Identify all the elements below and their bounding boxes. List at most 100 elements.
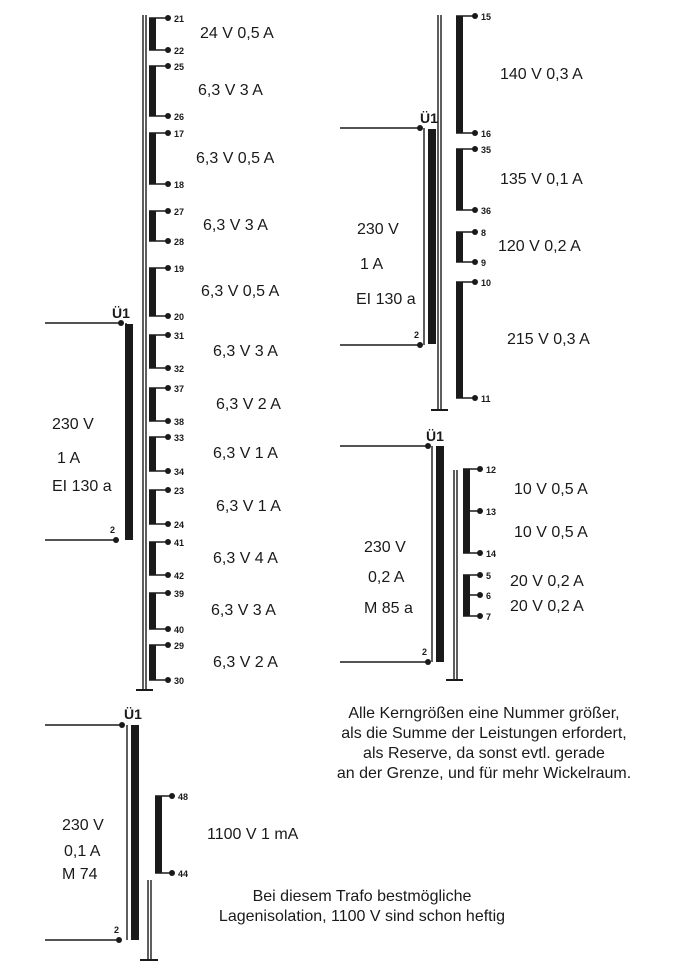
pin-dot	[477, 550, 483, 556]
winding-rating: 6,3 V 0,5 A	[201, 283, 280, 300]
winding-rating: 1100 V 1 mA	[207, 825, 299, 843]
secondary-coil	[149, 66, 156, 116]
pin-number: 24	[174, 520, 184, 530]
pin-number: 22	[174, 46, 184, 56]
pin-dot	[165, 130, 171, 136]
t1-core: EI 130 a	[52, 478, 112, 495]
winding-rating: 6,3 V 4 A	[213, 549, 278, 567]
secondary-coil	[456, 16, 463, 133]
pin-dot	[165, 626, 171, 632]
pin-number: 44	[178, 869, 188, 879]
pin-number: 29	[174, 641, 184, 651]
pin-number: 32	[174, 364, 184, 374]
t3-primary-start-label: Ü1	[426, 428, 444, 444]
t1-primary-start-label: Ü1	[112, 305, 130, 321]
t3-primary-voltage: 230 V	[364, 539, 406, 556]
secondary-coil	[456, 149, 463, 210]
secondary-coil	[149, 268, 156, 316]
winding-rating: 6,3 V 3 A	[211, 602, 276, 619]
pin-number: 14	[486, 549, 496, 559]
winding-rating: 140 V 0,3 A	[500, 65, 583, 83]
pin-number: 42	[174, 571, 184, 581]
core-size-note: Alle Kerngrößen eine Nummer größer, als …	[282, 704, 686, 784]
pin-dot	[472, 146, 478, 152]
winding-rating: 215 V 0,3 A	[507, 331, 590, 348]
pin-number: 6	[486, 591, 491, 601]
pin-dot	[169, 870, 175, 876]
winding-rating: 6,3 V 3 A	[198, 82, 263, 99]
pin-number: 35	[481, 145, 491, 155]
pin-number: 16	[481, 129, 491, 139]
note-line: an der Grenze, und für mehr Wickelraum.	[336, 765, 632, 782]
winding-rating: 24 V 0,5 A	[200, 25, 274, 42]
winding-rating: 135 V 0,1 A	[500, 170, 583, 188]
pin-number: 17	[174, 129, 184, 139]
pin-number: 9	[481, 258, 486, 268]
t1-primary-coil	[125, 324, 133, 540]
secondary-coil	[149, 335, 156, 368]
t4-primary-voltage: 230 V	[62, 817, 104, 834]
t3-primary-end-label: 2	[422, 647, 427, 657]
pin-dot	[165, 313, 171, 319]
pin-dot	[165, 418, 171, 424]
pin-dot	[165, 365, 171, 371]
pin-dot	[165, 642, 171, 648]
pin-number: 28	[174, 237, 184, 247]
pin-dot	[165, 208, 171, 214]
winding-rating: 6,3 V 3 A	[213, 342, 278, 360]
t3-primary-current: 0,2 A	[368, 569, 405, 586]
secondary-coil	[155, 796, 162, 873]
winding-rating: 20 V 0,2 A	[510, 573, 584, 590]
winding-rating: 6,3 V 0,5 A	[196, 149, 275, 167]
pin-number: 5	[486, 571, 491, 581]
pin-number: 30	[174, 676, 184, 686]
pin-number: 39	[174, 589, 184, 599]
winding-rating: 6,3 V 1 A	[213, 445, 278, 462]
pin-dot	[165, 590, 171, 596]
pin-number: 26	[174, 112, 184, 122]
pin-dot	[165, 181, 171, 187]
pin-number: 10	[481, 278, 491, 288]
pin-dot	[165, 265, 171, 271]
t1-primary-voltage: 230 V	[52, 416, 94, 433]
pin-dot	[472, 279, 478, 285]
winding-rating: 120 V 0,2 A	[498, 238, 581, 255]
winding-rating: 10 V 0,5 A	[514, 481, 588, 498]
winding-rating: 6,3 V 1 A	[216, 498, 281, 515]
pin-number: 34	[174, 467, 184, 477]
pin-dot	[477, 613, 483, 619]
pin-dot	[477, 466, 483, 472]
pin-dot	[165, 572, 171, 578]
t2-core: EI 130 a	[356, 291, 416, 308]
pin-number: 48	[178, 792, 188, 802]
t2-primary-coil	[428, 129, 436, 344]
t1-primary-end-label: 2	[110, 525, 115, 535]
pin-dot	[477, 592, 483, 598]
pin-number: 7	[486, 612, 491, 622]
pin-dot	[472, 259, 478, 265]
secondary-coil	[456, 282, 463, 398]
pin-dot	[165, 63, 171, 69]
secondary-coil	[149, 388, 156, 421]
t2-primary-current: 1 A	[360, 256, 384, 273]
t4-primary-coil	[131, 725, 139, 940]
secondary-coil	[456, 232, 463, 262]
pin-dot	[472, 13, 478, 19]
winding-rating: 6,3 V 2 A	[213, 653, 278, 671]
secondary-coil	[149, 437, 156, 471]
pin-dot	[472, 395, 478, 401]
pin-number: 31	[174, 331, 184, 341]
pin-number: 20	[174, 312, 184, 322]
pin-dot	[472, 130, 478, 136]
t1-primary-current: 1 A	[57, 450, 81, 467]
pin-dot	[165, 468, 171, 474]
pin-number: 15	[481, 12, 491, 22]
pin-number: 11	[481, 394, 491, 404]
t3-core: M 85 a	[364, 600, 413, 617]
pin-number: 13	[486, 507, 496, 517]
pin-dot	[477, 572, 483, 578]
secondary-coil	[149, 542, 156, 575]
pin-number: 33	[174, 433, 184, 443]
pin-dot	[165, 238, 171, 244]
